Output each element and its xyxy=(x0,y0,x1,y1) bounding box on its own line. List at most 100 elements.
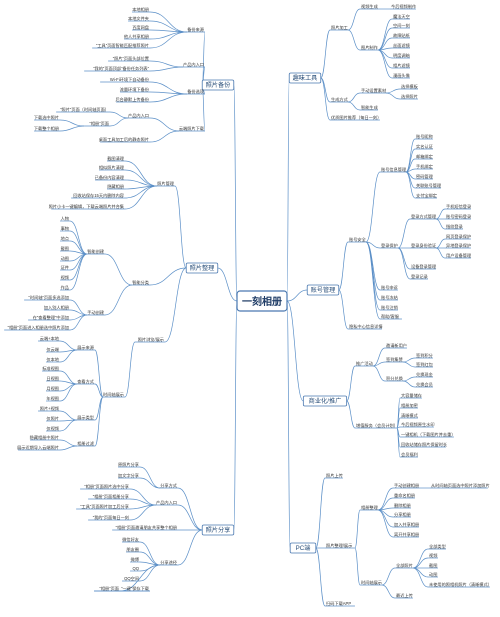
mind-node[interactable]: “我的”页面顶部“备份任务列表” xyxy=(84,65,150,72)
mind-node[interactable]: 手动设置素材 xyxy=(360,87,386,94)
mind-node[interactable]: 微博 xyxy=(130,556,140,563)
mind-node[interactable]: 帮助/客服 xyxy=(380,313,402,320)
mind-node[interactable]: 备份选项 xyxy=(187,88,205,95)
mind-node[interactable]: 选择模板 xyxy=(400,83,419,90)
mind-node[interactable]: 桌面工具加工后的静态照片 xyxy=(99,136,150,143)
mind-node[interactable]: 智能创建 xyxy=(87,248,105,255)
mind-node[interactable]: 朋友圈 xyxy=(126,546,140,553)
mind-node[interactable]: 在“查看整理”中添加 xyxy=(28,314,70,321)
mind-node[interactable]: 全部类型 xyxy=(428,543,446,550)
mind-node[interactable]: 魔法天空 xyxy=(392,13,410,20)
mind-node[interactable]: 后台静默上传备份 xyxy=(115,96,150,103)
mind-node[interactable]: 登录方式管理 xyxy=(410,213,437,220)
mind-node[interactable]: 仅本地 xyxy=(46,356,60,363)
mind-node[interactable]: 产品内入口 xyxy=(183,61,205,68)
mind-node[interactable]: 账号密码登录 xyxy=(445,213,471,220)
mind-node[interactable]: 手机短信登录 xyxy=(445,203,471,210)
mind-node[interactable]: 会员福利 xyxy=(400,451,418,458)
mind-node[interactable]: “相册”页面照片选中分享 xyxy=(80,483,130,490)
mind-node[interactable]: 智能分类 xyxy=(132,279,150,286)
mind-node[interactable]: 查看方式 xyxy=(77,378,95,385)
center-node[interactable]: 一刻相册 xyxy=(236,290,288,312)
mind-node[interactable]: 推广活动 xyxy=(355,360,373,367)
mind-node[interactable]: 删除相册 xyxy=(393,502,411,509)
mind-node[interactable]: 增值服务（会员计划） xyxy=(355,422,398,429)
mind-node[interactable]: Wi-Fi环境下自动备份 xyxy=(100,76,150,83)
mind-node[interactable]: 选择照片 xyxy=(400,93,418,100)
mind-node[interactable]: 实名认证 xyxy=(415,143,434,150)
mind-node[interactable]: 邮箱绑定 xyxy=(415,153,433,160)
mind-node[interactable]: 相册整理 xyxy=(360,504,379,511)
mind-node[interactable]: “照片”页面（时间轴页面） xyxy=(56,106,110,113)
mind-node[interactable]: 从时间轴页面选中照片添加照片 xyxy=(430,482,490,489)
mind-node[interactable]: “相册”页面 xyxy=(94,585,120,592)
mind-node[interactable]: 清晰模式 xyxy=(400,412,419,419)
mind-node[interactable]: “我的”页面每日一刻 xyxy=(88,514,130,521)
mind-node[interactable]: 用户设备管理 xyxy=(445,252,472,259)
mind-node[interactable]: 视频 xyxy=(428,552,438,559)
mind-node[interactable]: “工具”页面智能匹配推荐照片 xyxy=(92,42,150,49)
mind-node[interactable]: “相册”页面进入相册选中照片添加 xyxy=(4,324,70,331)
mind-node[interactable]: 年视图 xyxy=(46,395,60,402)
mind-node[interactable]: 流量环境下备份 xyxy=(120,86,150,93)
mind-node[interactable]: 仅视频 xyxy=(46,425,60,432)
mind-node[interactable]: 兑换现金 xyxy=(415,371,434,378)
mind-node[interactable]: 隐藏相册 xyxy=(107,183,125,190)
mind-node[interactable]: 原照片分享 xyxy=(118,461,140,468)
mind-node[interactable]: 云端照片下载 xyxy=(179,125,205,132)
mind-node[interactable]: 备份来源 xyxy=(187,26,205,33)
mind-node[interactable]: “相册”页面相册分享 xyxy=(88,493,130,500)
mind-node[interactable]: 加入共享相册 xyxy=(393,521,419,528)
mind-node[interactable]: 手机绑定 xyxy=(415,163,433,170)
mind-node[interactable]: 产品内入口 xyxy=(156,499,178,506)
mind-node[interactable]: 照片小卡一键编辑，下载云端照片并合集 xyxy=(49,203,125,210)
mind-node[interactable]: 密码管理 xyxy=(415,173,434,180)
mind-node[interactable]: 照片上传 xyxy=(325,472,343,479)
mind-node[interactable]: 相册过滤 xyxy=(77,440,95,447)
mind-node[interactable]: 相册加密 xyxy=(400,402,418,409)
mind-node[interactable]: 回收站储存照片保留时长 xyxy=(400,441,448,448)
mind-node[interactable]: 邀请新用户 xyxy=(385,342,407,349)
mind-node[interactable]: 分享途径 xyxy=(160,559,178,566)
mind-node[interactable]: 百度网盘 xyxy=(132,24,150,31)
mind-node[interactable]: 隐私中心信息详情 xyxy=(348,323,383,330)
mind-node[interactable]: 照片加工 xyxy=(330,24,348,31)
branch-node-b4[interactable]: 趣味工具 xyxy=(288,72,322,84)
branch-node-b2[interactable]: 照片整理 xyxy=(185,262,219,274)
mind-node[interactable]: 本地文件夹 xyxy=(128,15,150,22)
mind-node[interactable]: 下载选中照片 xyxy=(34,114,60,121)
mind-node[interactable]: 一键相机（下载图片并去重） xyxy=(400,431,455,438)
mind-node[interactable]: 关联账号管理 xyxy=(415,182,442,189)
mind-node[interactable]: 相似照片清理 xyxy=(99,164,125,171)
mind-node[interactable]: 异地登录保护 xyxy=(445,242,471,249)
mind-node[interactable]: 扫码下载APP xyxy=(325,600,355,607)
mind-node[interactable]: 他人共享相册 xyxy=(124,33,150,40)
mind-node[interactable]: 时间轴展示 xyxy=(360,579,382,586)
mind-node[interactable]: QQ空间 xyxy=(122,575,140,582)
mind-node[interactable]: 分享相册 xyxy=(393,511,411,518)
mind-node[interactable]: 产品内入口 xyxy=(128,112,150,119)
mind-node[interactable]: 未使用的照相机照片（清晰模式） xyxy=(428,581,492,588)
mind-node[interactable]: 重命名相册 xyxy=(393,492,415,499)
mind-node[interactable]: 人物 xyxy=(60,215,70,222)
mind-node[interactable]: “一键”保存下载 xyxy=(116,585,150,592)
branch-node-b5[interactable]: 账号管理 xyxy=(306,284,340,296)
mind-node[interactable]: 截图 xyxy=(60,245,70,252)
mind-node[interactable]: 漫画头像 xyxy=(392,72,411,79)
mind-node[interactable]: 故障贴纸 xyxy=(392,32,411,39)
mind-node[interactable]: 大容量储存 xyxy=(400,392,422,399)
mind-node[interactable]: 丝面滤镜 xyxy=(392,42,411,49)
mind-node[interactable]: 登录记录 xyxy=(410,273,428,280)
mind-node[interactable]: 事物 xyxy=(60,225,70,232)
mind-node[interactable]: 展示类型 xyxy=(77,414,95,421)
mind-node[interactable]: “照片”页面头部位置 xyxy=(108,55,150,62)
mind-node[interactable]: 兑换会员 xyxy=(415,381,433,388)
mind-node[interactable]: 截图 xyxy=(428,562,438,569)
branch-node-b3[interactable]: 照片分享 xyxy=(201,524,235,536)
mind-node[interactable]: 账号冻结 xyxy=(380,294,398,301)
mind-node[interactable]: 生成方式 xyxy=(330,96,349,103)
mind-node[interactable]: 隐藏相册中照片 xyxy=(30,434,60,441)
branch-node-b1[interactable]: 照片备份 xyxy=(201,79,235,91)
mind-node[interactable]: 账号信息管理 xyxy=(380,166,407,173)
mind-node[interactable]: 分享方式 xyxy=(160,482,178,489)
